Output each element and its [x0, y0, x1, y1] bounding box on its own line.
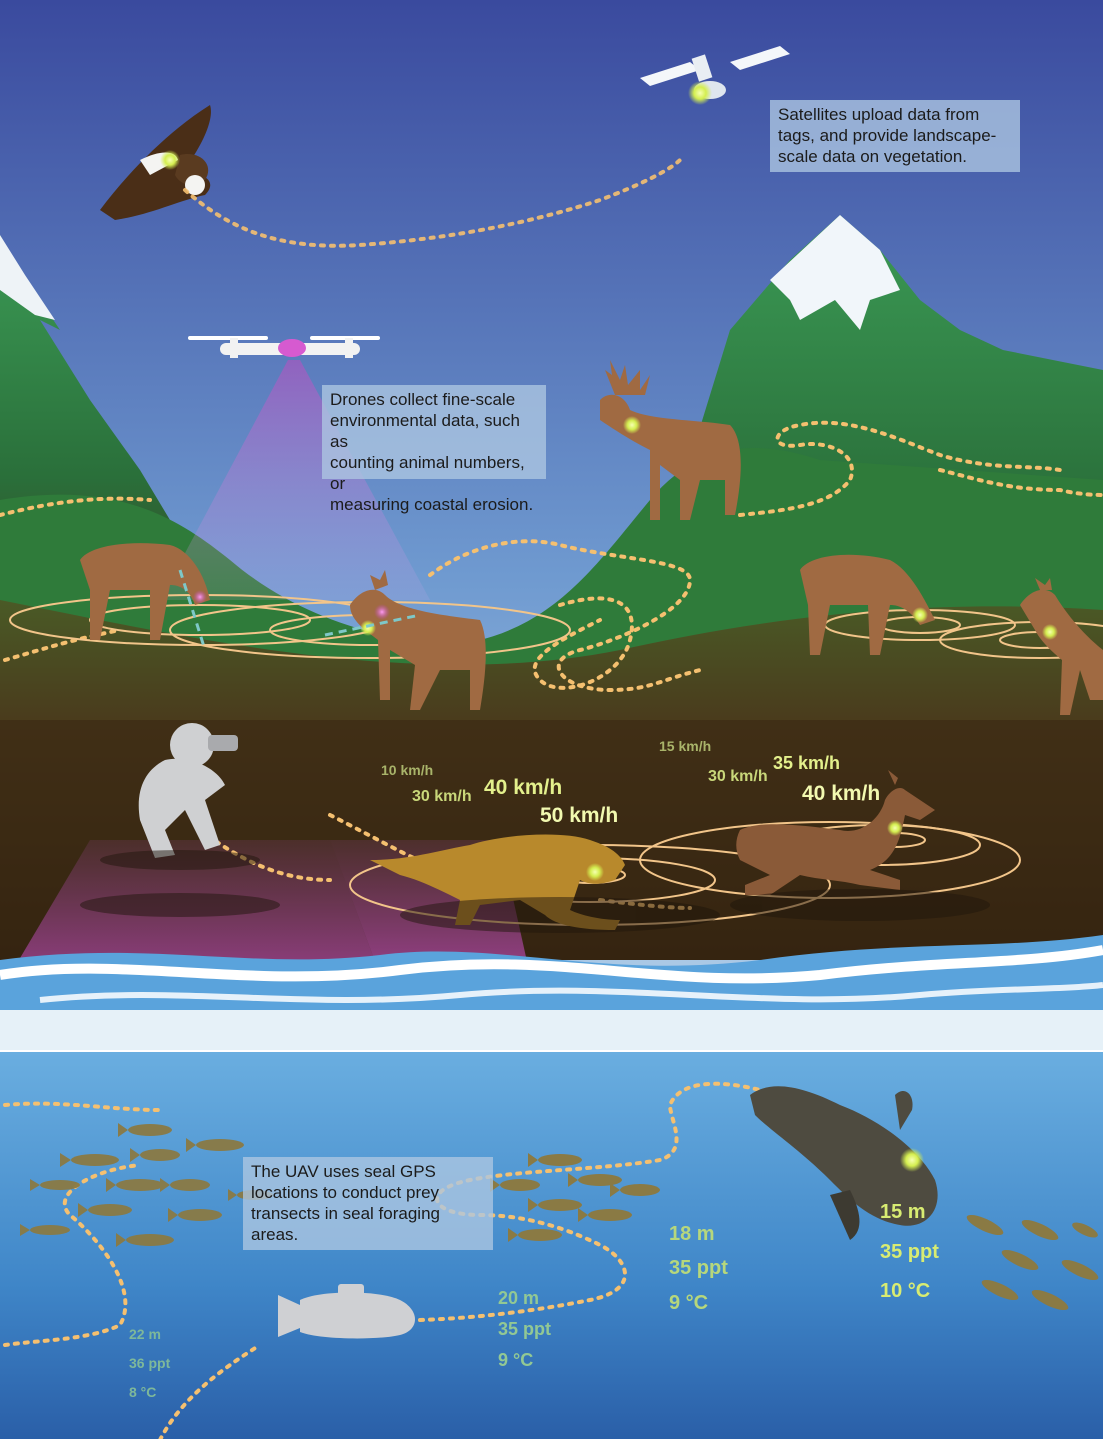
reading-mid-salinity: 35 ppt	[669, 1257, 728, 1280]
deer-speed-3: 35 km/h	[773, 753, 840, 774]
reading-sub-temp: 9 °C	[498, 1350, 533, 1371]
reading-mid-depth: 18 m	[669, 1223, 715, 1246]
reading-far-left-depth: 22 m	[129, 1326, 161, 1342]
reading-sub-depth: 20 m	[498, 1288, 539, 1309]
uav-callout: The UAV uses seal GPS locations to condu…	[243, 1157, 493, 1250]
deer-speed-4: 40 km/h	[802, 782, 880, 806]
reading-seal-depth: 15 m	[880, 1201, 926, 1224]
deer-speed-1: 15 km/h	[659, 738, 711, 754]
cougar-speed-3: 40 km/h	[484, 776, 562, 800]
reading-mid-temp: 9 °C	[669, 1292, 708, 1315]
reading-seal-salinity: 35 ppt	[880, 1241, 939, 1264]
foam	[0, 1010, 1103, 1050]
drone-callout: Drones collect fine-scale environmental …	[322, 385, 546, 479]
reading-far-left-salinity: 36 ppt	[129, 1355, 170, 1371]
satellite-callout: Satellites upload data from tags, and pr…	[770, 100, 1020, 172]
reading-seal-temp: 10 °C	[880, 1280, 930, 1303]
reading-far-left-temp: 8 °C	[129, 1384, 156, 1400]
deer-speed-2: 30 km/h	[708, 768, 768, 786]
cougar-speed-4: 50 km/h	[540, 804, 618, 828]
reading-sub-salinity: 35 ppt	[498, 1319, 551, 1340]
cougar-speed-2: 30 km/h	[412, 788, 472, 806]
cougar-speed-1: 10 km/h	[381, 762, 433, 778]
